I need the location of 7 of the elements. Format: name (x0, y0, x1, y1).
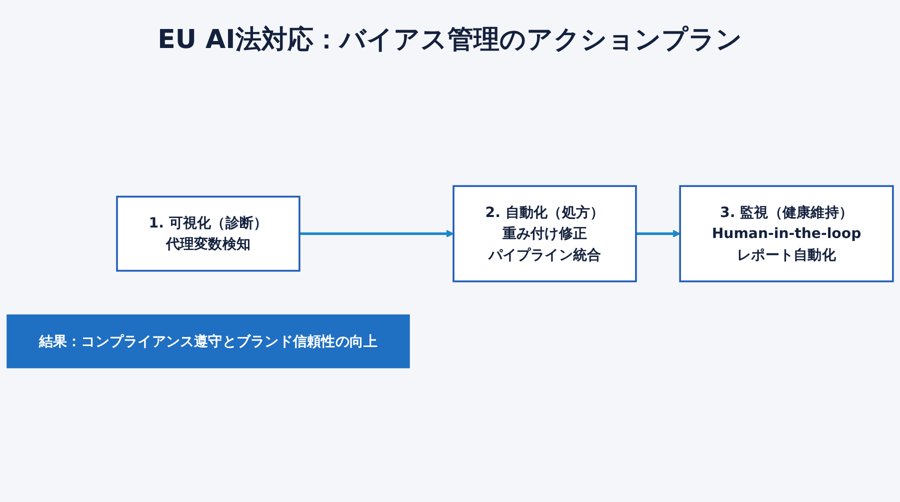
node-box: 1. 可視化（診断） 代理変数検知 (116, 196, 300, 272)
node-box: 結果：コンプライアンス遵守とブランド信頼性の向上 (6, 314, 410, 368)
diagram-title: EU AI法対応：バイアス管理のアクションプラン (156, 24, 744, 57)
arrow (299, 230, 454, 238)
arrow (636, 230, 680, 238)
node-box: 2. 自動化（処方） 重み付け修正 パイプライン統合 (452, 185, 637, 282)
node-box: 3. 監視（健康維持） Human-in-the-loop レポート自動化 (679, 185, 894, 282)
